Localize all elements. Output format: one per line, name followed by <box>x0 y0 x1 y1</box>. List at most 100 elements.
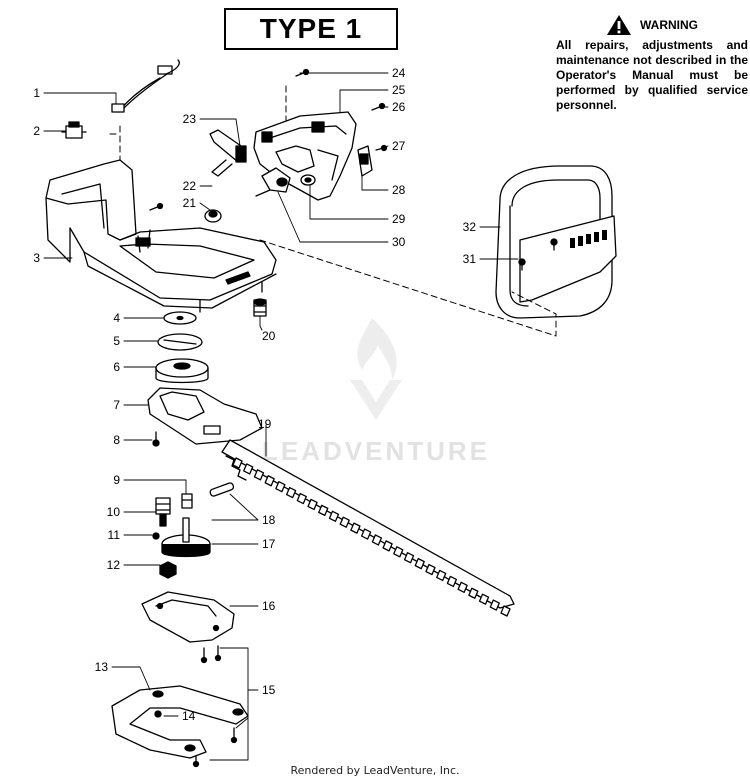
blade-tooth <box>371 534 383 546</box>
part-22-screw <box>149 202 164 211</box>
part-2-switch <box>61 121 87 139</box>
blade-tooth <box>360 528 372 540</box>
callout-6: 6 <box>113 360 120 374</box>
footer-credit: Rendered by LeadVenture, Inc. <box>290 764 460 777</box>
part-28-knob <box>357 145 373 177</box>
part-30-throttle <box>255 167 291 197</box>
part-10-pinion <box>155 497 171 527</box>
callout-16: 16 <box>262 599 276 613</box>
part-12-nut <box>159 561 177 579</box>
part-11-washer <box>152 532 160 540</box>
part-26-screw <box>371 102 386 111</box>
part-14-screw <box>154 710 162 718</box>
blade-tooth <box>436 569 447 582</box>
part-5-plate <box>157 333 203 351</box>
blade-tooth <box>457 581 468 593</box>
callout-20: 20 <box>262 329 276 343</box>
blade-tooth <box>350 522 361 534</box>
callout-7: 7 <box>113 398 120 412</box>
blade-tooth <box>307 498 318 511</box>
callout-11: 11 <box>108 528 121 542</box>
blade-tooth <box>296 492 307 505</box>
blade-tooth <box>253 469 265 481</box>
callout-32: 32 <box>463 220 477 234</box>
warning-text: All repairs, adjustments and maintenance… <box>556 38 748 112</box>
blade-tooth <box>285 486 297 499</box>
blade-tooth <box>318 504 329 517</box>
blade-tooth <box>500 605 511 617</box>
blade-tooth <box>339 516 350 528</box>
callout-30: 30 <box>392 235 406 249</box>
blade-teeth <box>232 457 511 617</box>
callout-29: 29 <box>392 212 406 226</box>
callout-23: 23 <box>183 112 197 126</box>
callout-19: 19 <box>258 417 272 431</box>
blade-tooth <box>468 587 479 599</box>
part-8-screw <box>152 431 160 447</box>
diagram-title: TYPE 1 <box>259 13 363 44</box>
blade-tooth <box>264 475 275 487</box>
callout-13: 13 <box>95 660 109 674</box>
blade-tooth <box>382 540 393 552</box>
callout-12: 12 <box>107 558 121 572</box>
callout-25: 25 <box>392 83 406 97</box>
assembly-lines <box>109 85 557 337</box>
warning-notice: WARNING All repairs, adjustments and mai… <box>556 14 748 113</box>
callout-8: 8 <box>113 433 120 447</box>
callout-2: 2 <box>33 124 40 138</box>
part-31-screws <box>518 238 558 271</box>
callout-1: 1 <box>33 86 40 100</box>
callout-18: 18 <box>262 513 276 527</box>
part-16-cover <box>141 591 235 643</box>
blade-tooth <box>232 457 243 469</box>
blade-tooth <box>425 563 436 576</box>
callout-4: 4 <box>113 311 120 325</box>
part-6-drum <box>155 358 209 384</box>
part-7-gear-housing <box>147 387 263 445</box>
blade-tooth <box>414 557 425 570</box>
blade-tooth <box>393 546 404 558</box>
callout-27: 27 <box>392 139 406 153</box>
blade-tooth <box>328 510 340 522</box>
warning-icon <box>606 14 632 36</box>
blade-tooth <box>243 463 254 475</box>
blade-tooth <box>489 599 500 611</box>
watermark-logo <box>350 318 402 420</box>
part-1-wire-harness <box>111 59 180 113</box>
blade-tooth <box>478 593 490 605</box>
part-20-bushing <box>253 298 267 317</box>
watermark-text: LEADVENTURE <box>262 436 490 466</box>
part-21-grommet <box>204 209 222 223</box>
part-4-washer <box>163 311 197 325</box>
part-13-guard <box>111 685 249 759</box>
callout-3: 3 <box>33 251 40 265</box>
callout-17: 17 <box>262 537 276 551</box>
part-17-gear <box>161 517 211 558</box>
part-18-key <box>209 482 235 497</box>
callout-14: 14 <box>182 709 196 723</box>
callout-9: 9 <box>113 473 120 487</box>
part-23-trigger <box>209 129 247 177</box>
callout-10: 10 <box>107 505 121 519</box>
callout-5: 5 <box>113 334 120 348</box>
blade-tooth <box>275 481 286 493</box>
callout-labels: 1 2 3 4 5 6 7 8 9 10 11 12 13 14 15 16 1… <box>33 66 476 723</box>
warning-heading: WARNING <box>640 17 698 32</box>
title-box: TYPE 1 <box>224 8 398 50</box>
callout-15: 15 <box>262 683 276 697</box>
part-3-rear-handle <box>45 159 277 313</box>
blade-tooth <box>403 552 415 564</box>
part-9-sleeve <box>181 493 193 509</box>
part-15-screws <box>192 645 238 768</box>
callout-26: 26 <box>392 100 406 114</box>
part-29-spring <box>300 174 316 186</box>
callout-31: 31 <box>463 252 477 266</box>
leader-lines <box>43 72 519 761</box>
callout-22: 22 <box>183 179 197 193</box>
callout-28: 28 <box>392 183 406 197</box>
callout-21: 21 <box>183 196 197 210</box>
callout-24: 24 <box>392 66 406 80</box>
part-19-blade <box>221 439 515 609</box>
